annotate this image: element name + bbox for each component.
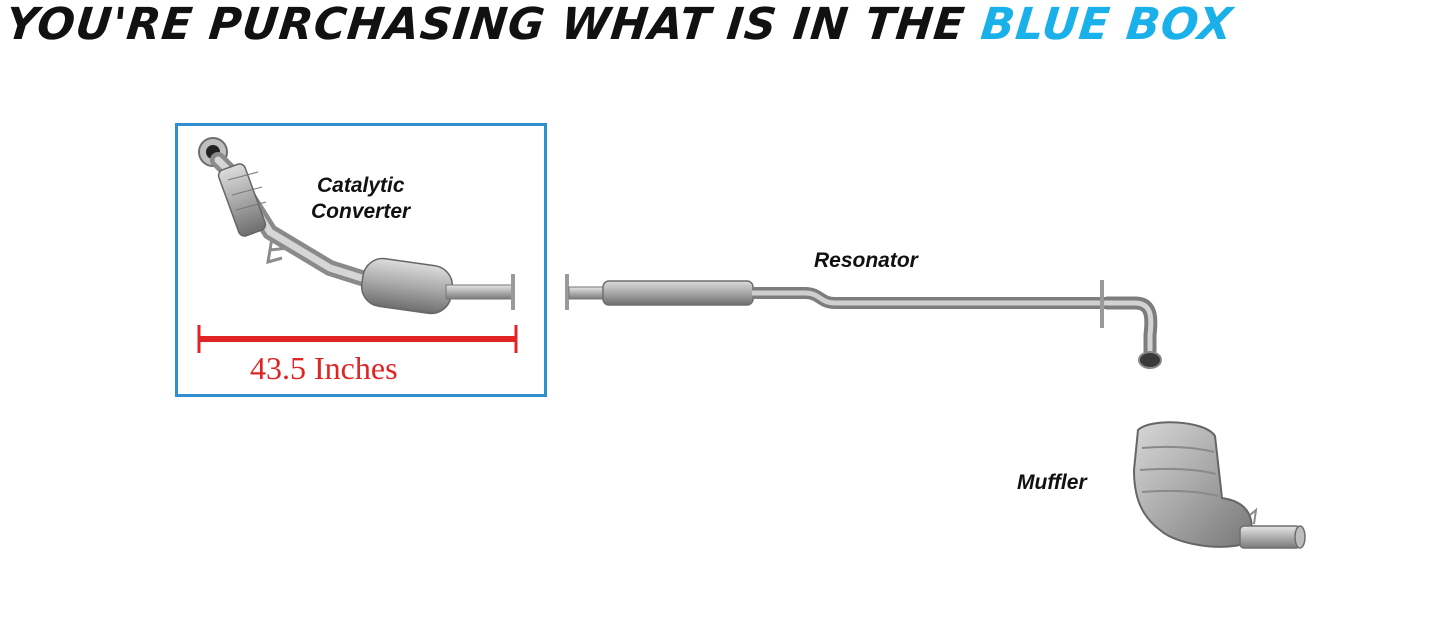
muffler-part: [1132, 421, 1306, 549]
catalytic-label-line1: Catalytic: [317, 174, 405, 197]
measurement-bar: [197, 325, 518, 353]
resonator-part: [565, 274, 1162, 369]
catalytic-label-line2: Converter: [311, 200, 411, 223]
muffler-label: Muffler: [1017, 471, 1087, 494]
catalytic-converter-part: [198, 137, 515, 315]
blue-box-highlight: [175, 123, 547, 397]
measurement-text: 43.5 Inches: [250, 350, 398, 386]
resonator-label: Resonator: [814, 249, 918, 272]
